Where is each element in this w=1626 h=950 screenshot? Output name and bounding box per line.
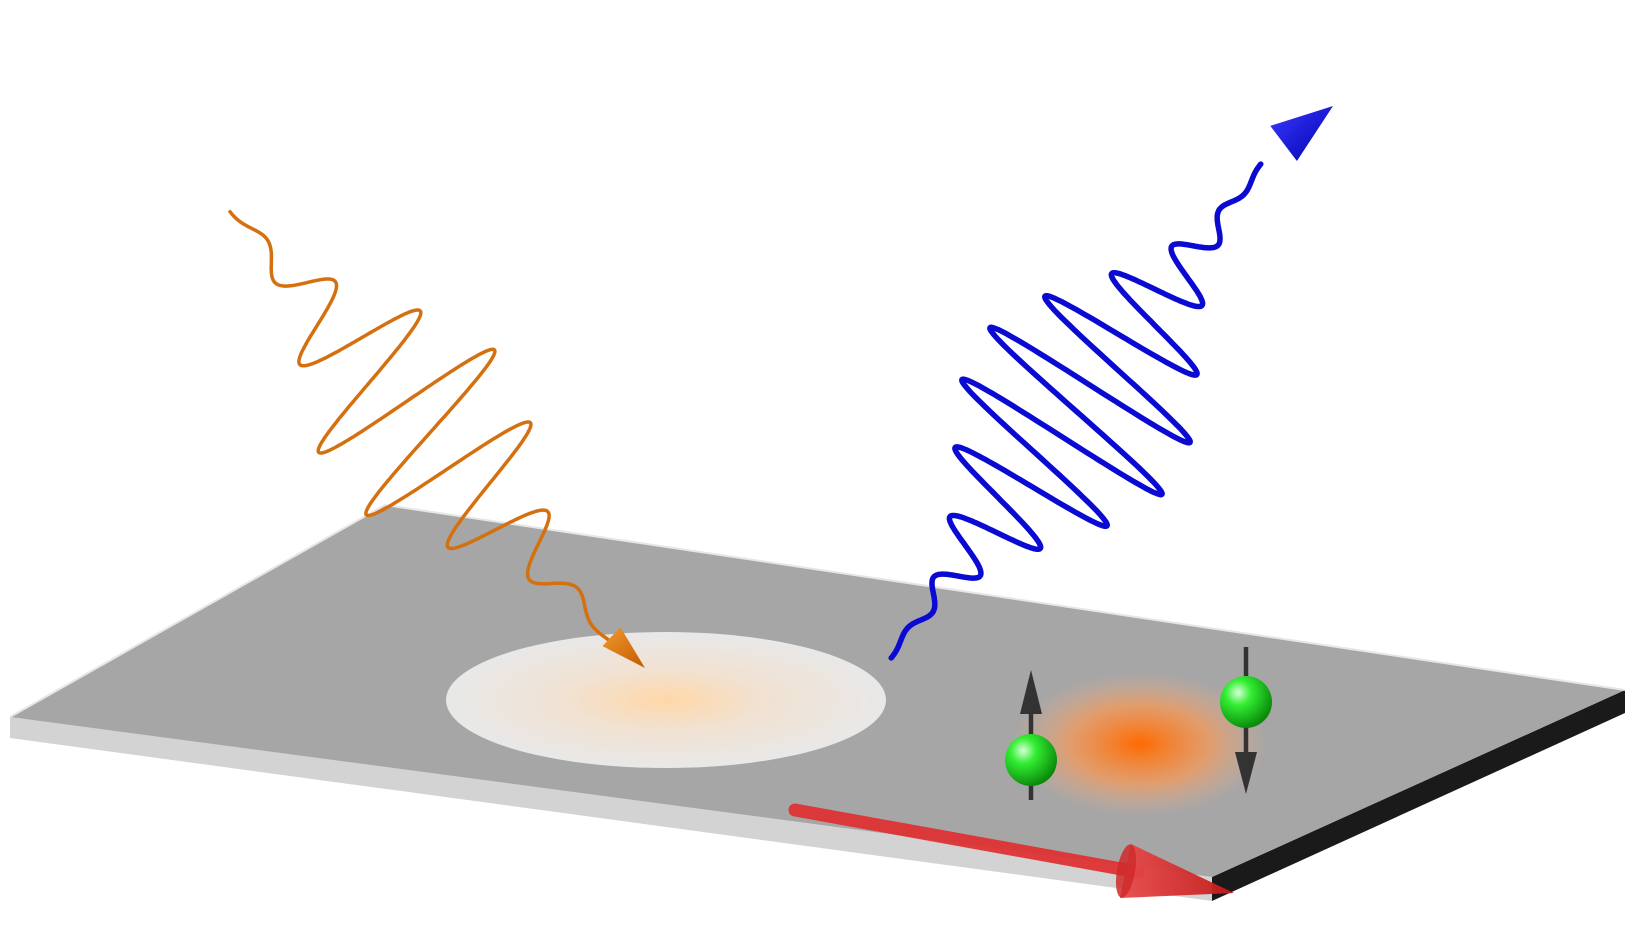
spin-down-ball <box>1220 676 1272 728</box>
spin-up-ball <box>1005 734 1057 786</box>
spin-up-arrow-icon <box>1020 670 1042 714</box>
spin-down-particle <box>1220 647 1272 794</box>
slab-top-highlight <box>9 503 1626 718</box>
emitted-arrowhead <box>1270 106 1333 161</box>
emitted-wave <box>888 106 1333 661</box>
slab-front-edge <box>10 717 1212 901</box>
current-arrow <box>788 803 1234 898</box>
excitation-spot <box>446 632 886 768</box>
slab-right-edge <box>1212 690 1625 901</box>
spin-down-arrow-icon <box>1235 752 1257 794</box>
spin-up-particle <box>1005 670 1057 800</box>
carrier-cloud <box>1012 672 1268 816</box>
current-arrow-shaft <box>788 803 1145 879</box>
incident-wave-path <box>228 209 612 643</box>
current-arrowhead <box>1120 844 1234 898</box>
current-arrowhead-base <box>1115 844 1137 898</box>
emitted-wave-path <box>888 161 1264 661</box>
incident-arrowhead <box>602 627 645 668</box>
incident-wave <box>228 209 645 668</box>
